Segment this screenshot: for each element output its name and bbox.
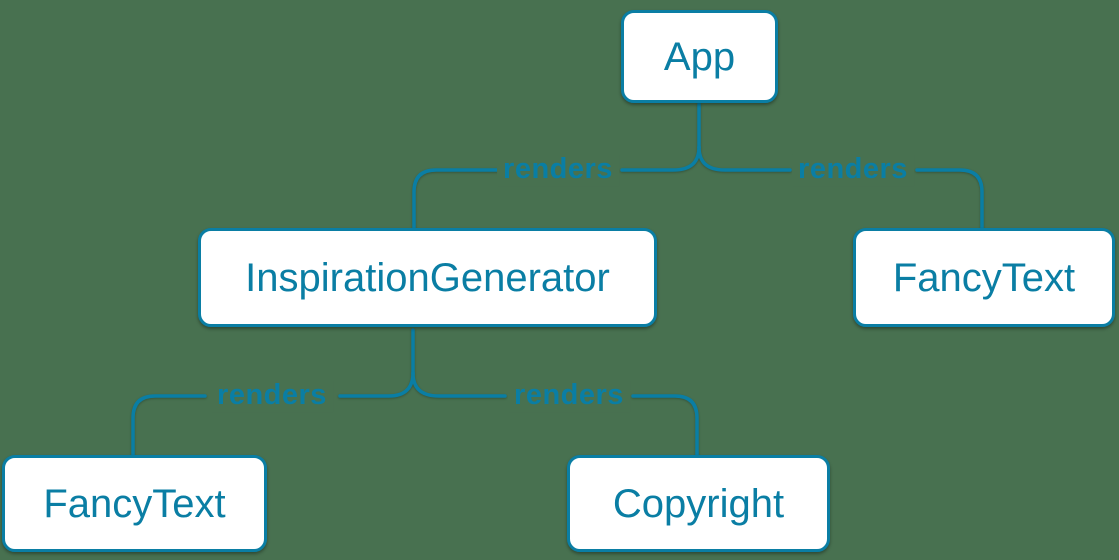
node-app: App bbox=[621, 10, 778, 103]
edge-label-renders: renders bbox=[508, 379, 630, 412]
node-inspiration-generator-label: InspirationGenerator bbox=[245, 255, 610, 300]
node-copyright-label: Copyright bbox=[612, 481, 785, 526]
node-fancytext-bottom-label: FancyText bbox=[43, 481, 226, 526]
node-fancytext-right: FancyText bbox=[853, 228, 1115, 327]
edge-label-renders: renders bbox=[497, 153, 619, 186]
edge-label-renders: renders bbox=[211, 379, 333, 412]
edge-label-renders: renders bbox=[792, 153, 914, 186]
edge-app-to-fancytext bbox=[697, 145, 984, 230]
node-inspiration-generator: InspirationGenerator bbox=[198, 228, 657, 327]
node-fancytext-right-label: FancyText bbox=[892, 255, 1076, 300]
node-copyright: Copyright bbox=[567, 455, 830, 552]
edge-inspirationgenerator-to-copyright bbox=[411, 371, 699, 457]
node-app-label: App bbox=[663, 34, 736, 79]
node-fancytext-bottom: FancyText bbox=[2, 455, 267, 552]
